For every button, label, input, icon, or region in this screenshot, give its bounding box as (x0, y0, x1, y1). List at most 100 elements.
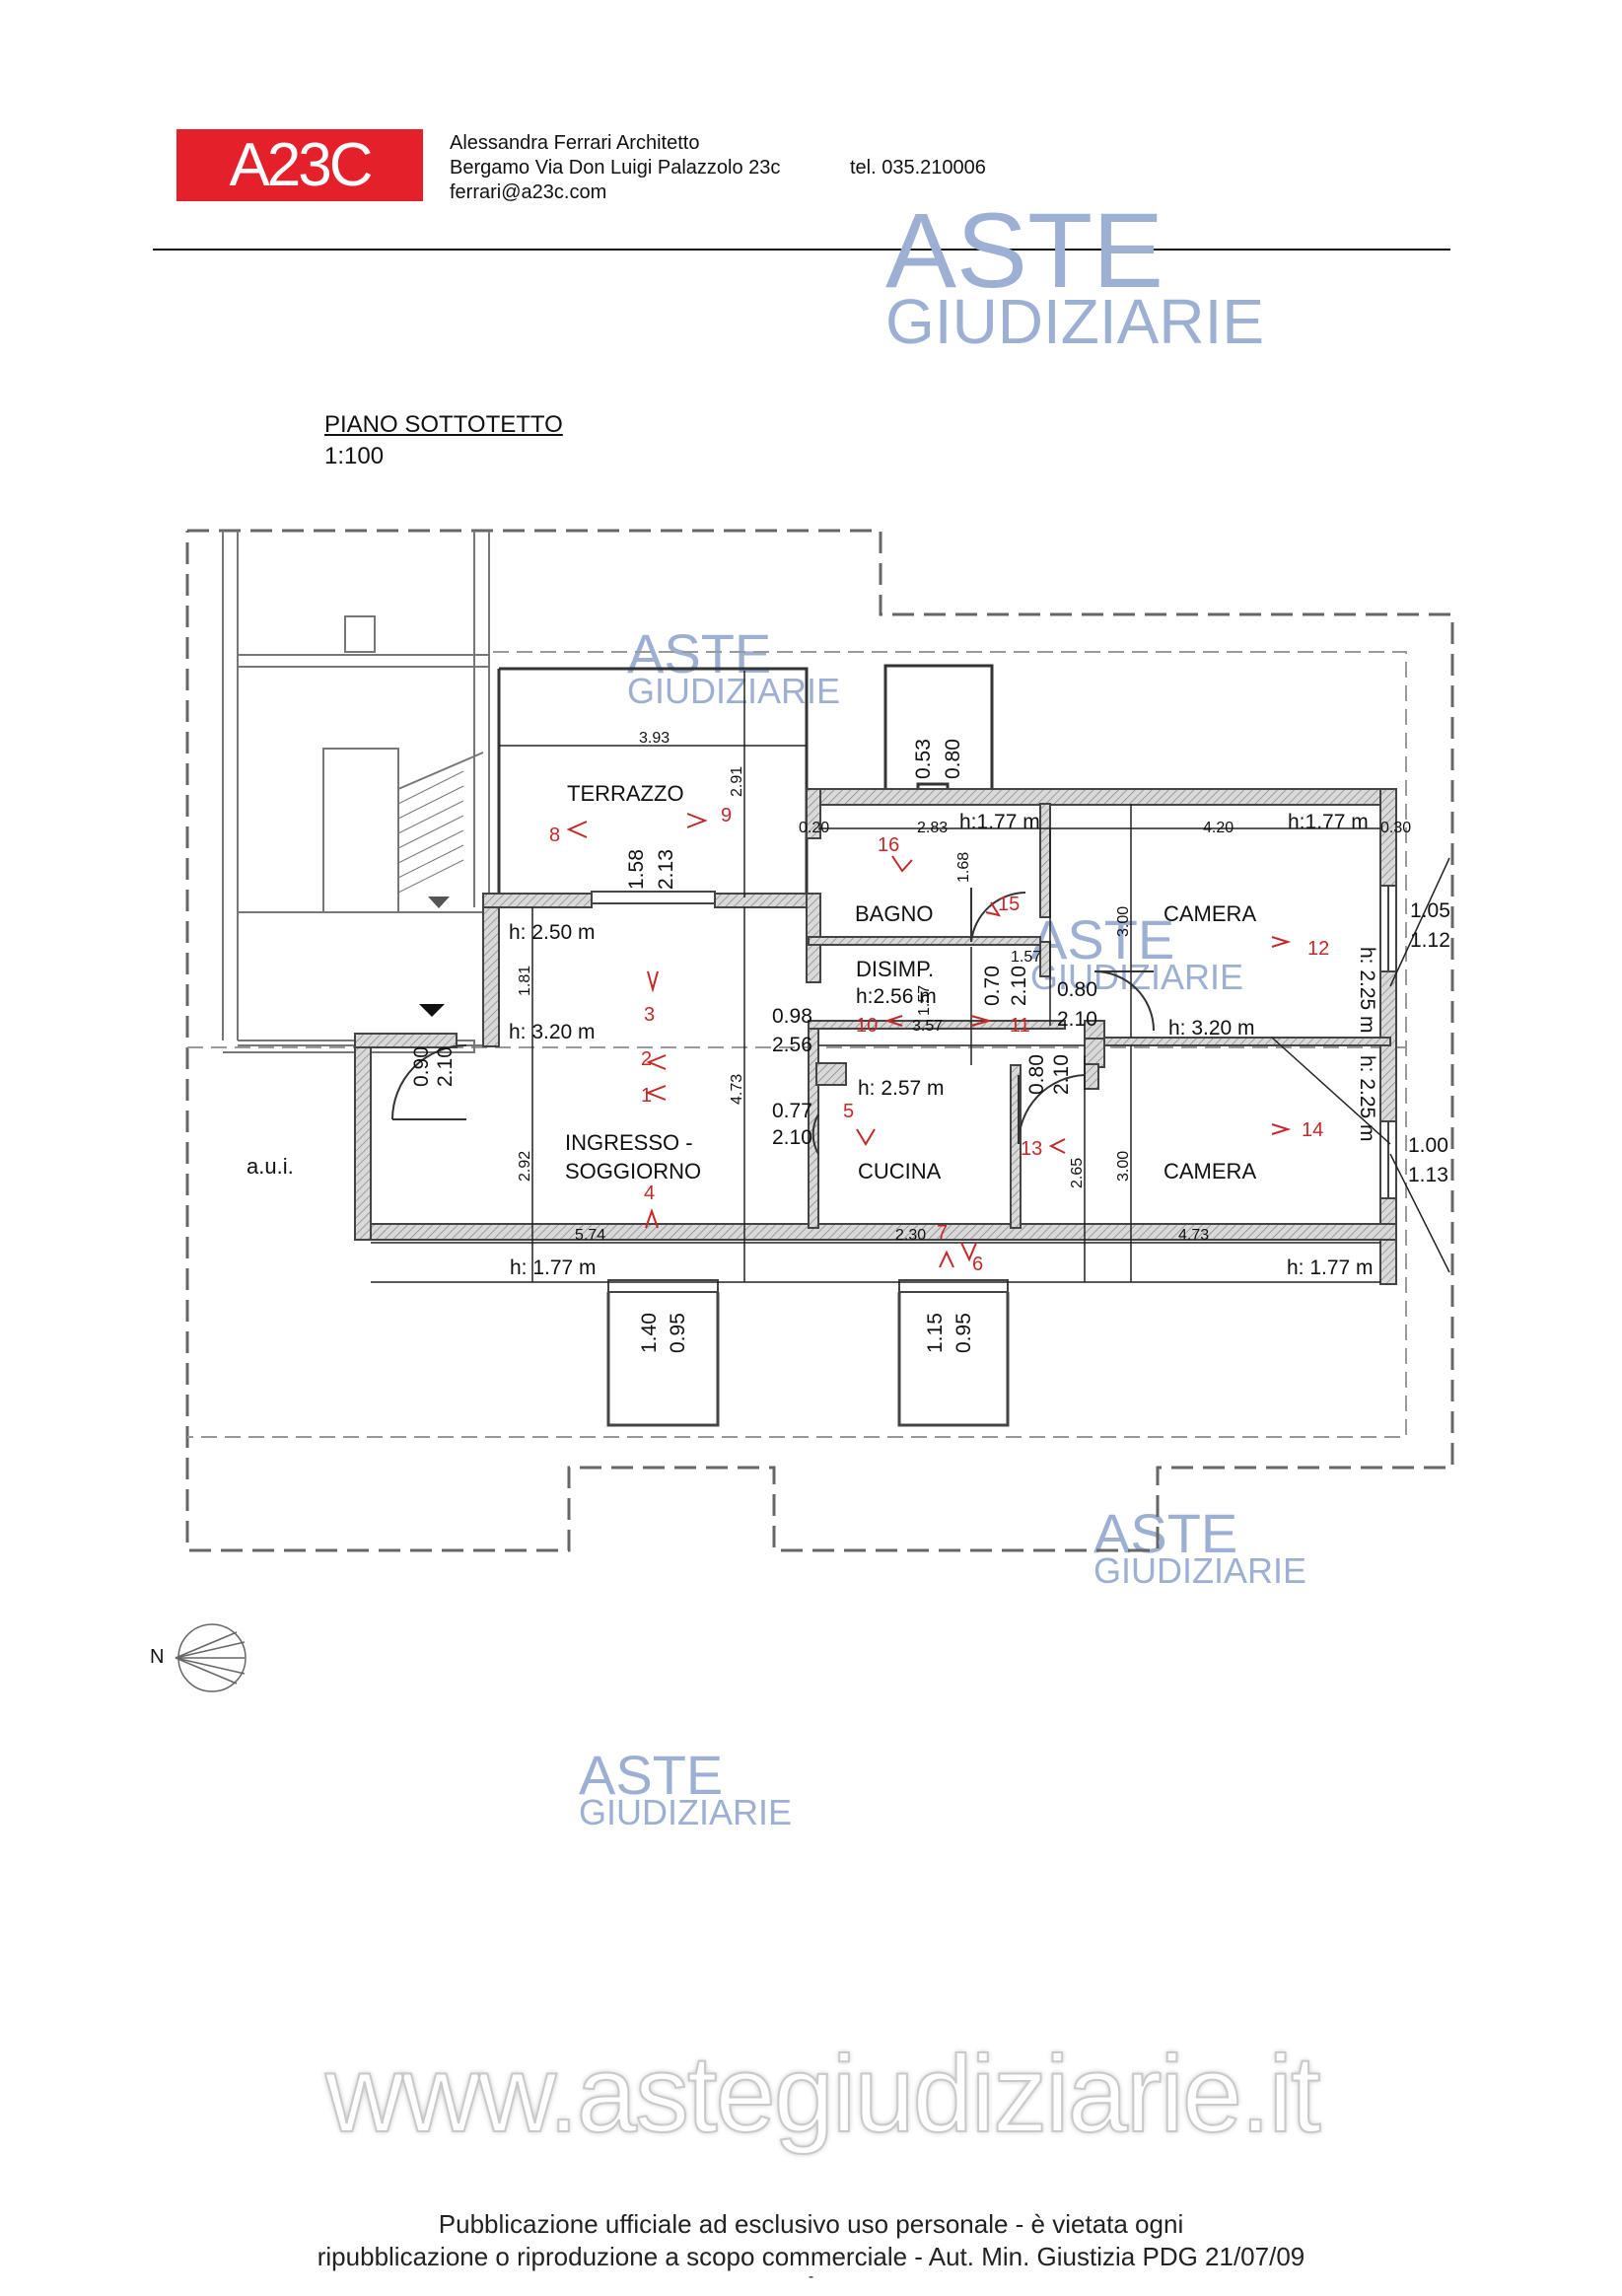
watermark-aste-giudiziarie: ASTE GIUDIZIARIE (627, 622, 841, 711)
room-labels: TERRAZZO BAGNO CAMERA DISIMP. INGRESSO -… (247, 781, 1256, 1184)
dim-text: 1.57 (916, 985, 933, 1016)
dim-text: 3.00 (1115, 1151, 1132, 1182)
dim-text: 2.10 (1008, 966, 1030, 1006)
dim-text: 1.15 (924, 1313, 947, 1353)
dim-text: 1.40 (638, 1313, 661, 1353)
dim-text: 1.57 (1011, 949, 1041, 966)
plan-title: PIANO SOTTOTETTO (324, 411, 563, 438)
photo-point: 10 (856, 1015, 878, 1037)
dim-text: 2.83 (917, 820, 948, 836)
dim-text: 3.57 (912, 1018, 943, 1035)
dim-text: 2.91 (729, 766, 745, 797)
height-disimp: h:2.56 m (856, 985, 937, 1008)
dim-text: 0.30 (1380, 820, 1411, 836)
dim-text: 0.20 (799, 820, 829, 836)
watermark-aste-giudiziarie: ASTE GIUDIZIARIE (1030, 908, 1244, 997)
photo-point: 9 (721, 805, 732, 826)
dim-text: 5.74 (575, 1227, 605, 1244)
photo-point: 2 (641, 1048, 652, 1070)
plan-scale: 1:100 (324, 443, 385, 469)
photo-point: 12 (1307, 938, 1329, 960)
dim-text: 1.68 (955, 852, 972, 883)
footer-dash: - (808, 2268, 814, 2285)
dim-text: 2.65 (1069, 1158, 1086, 1188)
dim-text: 0.70 (981, 966, 1004, 1006)
photo-point: 7 (937, 1222, 948, 1244)
height-bagno: h:1.77 m (959, 811, 1040, 833)
dim-text: 2.10 (1050, 1054, 1073, 1095)
header-address: Bergamo Via Don Luigi Palazzolo 23c (450, 157, 781, 179)
room-camera-bottom: CAMERA (1164, 1159, 1256, 1184)
dim-text: 4.73 (1178, 1227, 1209, 1244)
dim-text: 0.98 (772, 1005, 812, 1028)
room-ingresso-line2: SOGGIORNO (565, 1159, 701, 1184)
height-camera-top: h:1.77 m (1288, 811, 1369, 833)
watermark-aste-giudiziarie: ASTE GIUDIZIARIE (885, 190, 1265, 357)
dim-text: 2.30 (895, 1227, 926, 1244)
footer-note-line2: ripubblicazione o riproduzione a scopo c… (317, 2242, 1305, 2271)
a23c-logo: A23C (176, 129, 423, 201)
watermark-aste-giudiziarie: ASTE GIUDIZIARIE (1093, 1502, 1307, 1591)
dim-text: 0.53 (912, 739, 935, 779)
dim-text: 0.95 (667, 1313, 689, 1353)
room-terrazzo: TERRAZZO (567, 781, 684, 806)
north-label: N (150, 1646, 165, 1668)
height-camera-mid: h: 3.20 m (1168, 1017, 1255, 1040)
door-swings (391, 888, 1155, 1155)
footer-url-watermark: www.astegiudiziarie.it (324, 2033, 1322, 2156)
north-compass (175, 1623, 247, 1692)
height-soggiorno-top: h: 2.50 m (509, 921, 596, 944)
photo-point: 1 (641, 1085, 652, 1107)
photo-point: 4 (644, 1183, 655, 1204)
dim-text: 0.80 (1025, 1054, 1048, 1095)
room-camera-top: CAMERA (1164, 901, 1256, 926)
photo-point: 15 (998, 894, 1020, 915)
dim-text: 0.77 (772, 1100, 812, 1122)
dim-text: 0.80 (942, 739, 964, 779)
dim-text: 1.81 (517, 966, 533, 996)
header-architect: Alessandra Ferrari Architetto (450, 132, 700, 154)
room-aui: a.u.i. (247, 1154, 294, 1179)
photo-point: 5 (843, 1101, 854, 1122)
photo-point: 14 (1302, 1119, 1323, 1141)
chimney-outline (883, 664, 994, 796)
dim-text: 3.00 (1115, 906, 1132, 937)
height-labels: h:1.77 m h:1.77 m h: 2.50 m h: 3.20 m h:… (509, 811, 1378, 1279)
room-ingresso-line1: INGRESSO - (565, 1130, 693, 1155)
header-email: ferrari@a23c.com (450, 181, 607, 203)
dim-text: 2.92 (517, 1151, 533, 1182)
room-disimp: DISIMP. (856, 957, 934, 981)
photo-points: 1 2 3 4 5 6 7 8 9 10 11 12 13 14 15 16 (549, 805, 1329, 1275)
header-phone: tel. 035.210006 (850, 157, 986, 179)
height-soggiorno-mid: h: 3.20 m (509, 1021, 596, 1043)
dim-text: 0.90 (410, 1046, 433, 1087)
dim-text: 2.56 (772, 1034, 812, 1056)
dim-text: 1.12 (1410, 929, 1450, 952)
dimension-values: 3.93 2.91 1.58 2.13 0.53 0.80 0.20 2.83 … (410, 730, 1450, 1353)
photo-point: 8 (549, 825, 560, 846)
footer-note-line1: Pubblicazione ufficiale ad esclusivo uso… (438, 2209, 1184, 2239)
dim-text: 4.73 (729, 1074, 745, 1105)
dim-text: 1.00 (1408, 1134, 1448, 1157)
dormers (606, 1292, 1010, 1427)
height-bottom-right: h: 1.77 m (1287, 1256, 1374, 1279)
dim-text: 3.93 (639, 730, 670, 747)
dim-text: 1.58 (625, 849, 648, 890)
entrance-arrow (419, 1004, 445, 1017)
photo-point: 6 (972, 1254, 983, 1275)
dim-text: 2.10 (434, 1046, 457, 1087)
dim-text: 2.10 (772, 1126, 812, 1149)
windows (591, 885, 1397, 1293)
roof-outline (185, 529, 1454, 1552)
stair-block (222, 531, 490, 1053)
dim-text: 2.13 (655, 849, 677, 890)
dim-text: 2.10 (1057, 1008, 1097, 1031)
height-camera-right-bottom: h: 2.25 m (1356, 1055, 1378, 1142)
photo-point: 16 (878, 834, 899, 856)
room-bagno: BAGNO (855, 901, 933, 926)
height-camera-right-top: h: 2.25 m (1356, 947, 1378, 1034)
height-cucina: h: 2.57 m (858, 1077, 945, 1100)
stair-arrow (428, 897, 450, 908)
photo-arrows (566, 813, 1292, 1268)
